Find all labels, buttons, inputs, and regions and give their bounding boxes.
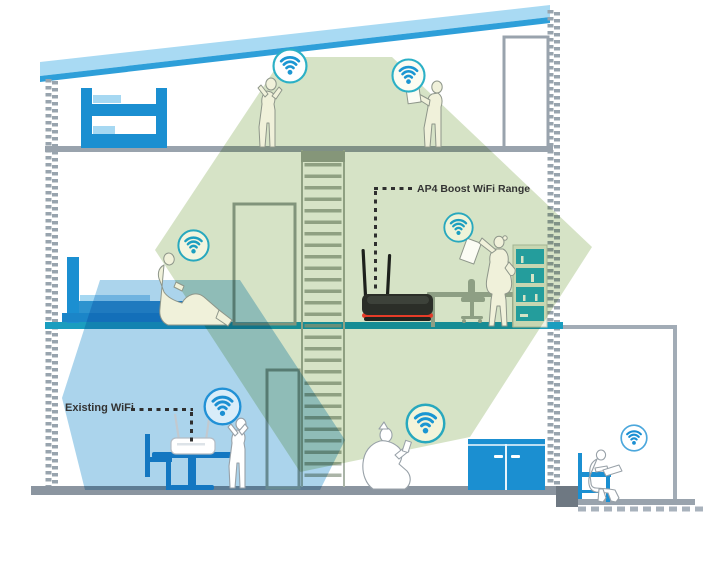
person-ap4-room (459, 235, 516, 327)
wifi-dot (287, 69, 293, 75)
ap4-pointer-line-vertical (374, 191, 377, 292)
patio-frame (563, 325, 677, 502)
wifi-dot (422, 427, 428, 433)
left-wall (45, 79, 58, 487)
wifi-dot (632, 441, 636, 445)
bunk-bed (81, 88, 167, 148)
wifi-dot (455, 230, 461, 235)
person-top-left (257, 77, 283, 148)
wifi-icon-patio (620, 424, 648, 452)
patio-wall-block (556, 486, 578, 507)
wifi-icon-top-left (272, 48, 308, 84)
person-patio (588, 449, 623, 503)
person-ground-sitting (362, 421, 412, 490)
wifi-dot (190, 248, 196, 254)
existing-wifi-coverage-zone (62, 280, 345, 490)
wifi-dot (405, 78, 411, 84)
cabinet (468, 439, 545, 490)
wifi-icon-ground-floor (405, 403, 446, 444)
attic-closet (502, 35, 550, 150)
coverage-zones (62, 57, 592, 490)
wifi-icon-ap4-room (442, 211, 474, 243)
wifi-dot (219, 410, 225, 416)
person-top-right (405, 80, 443, 148)
patio-floor (556, 486, 703, 512)
foreground (157, 77, 623, 503)
wifi-icon-bedroom (176, 228, 210, 262)
wifi-icon-top-right (390, 57, 426, 93)
wifi-icon-existing-router (202, 386, 242, 426)
ground-floor-line (31, 486, 562, 495)
ap4-range-label: AP4 Boost WiFi Range (417, 183, 531, 195)
person-ground-left (227, 417, 249, 489)
person-bedroom (157, 252, 233, 327)
existing-pointer-line-horizontal (131, 408, 193, 411)
existing-wifi-label: Existing WiFi (65, 402, 134, 414)
existing-pointer-line-vertical (190, 412, 193, 445)
ap4-router (361, 248, 433, 321)
ap4-pointer-line-horizontal (374, 187, 415, 190)
